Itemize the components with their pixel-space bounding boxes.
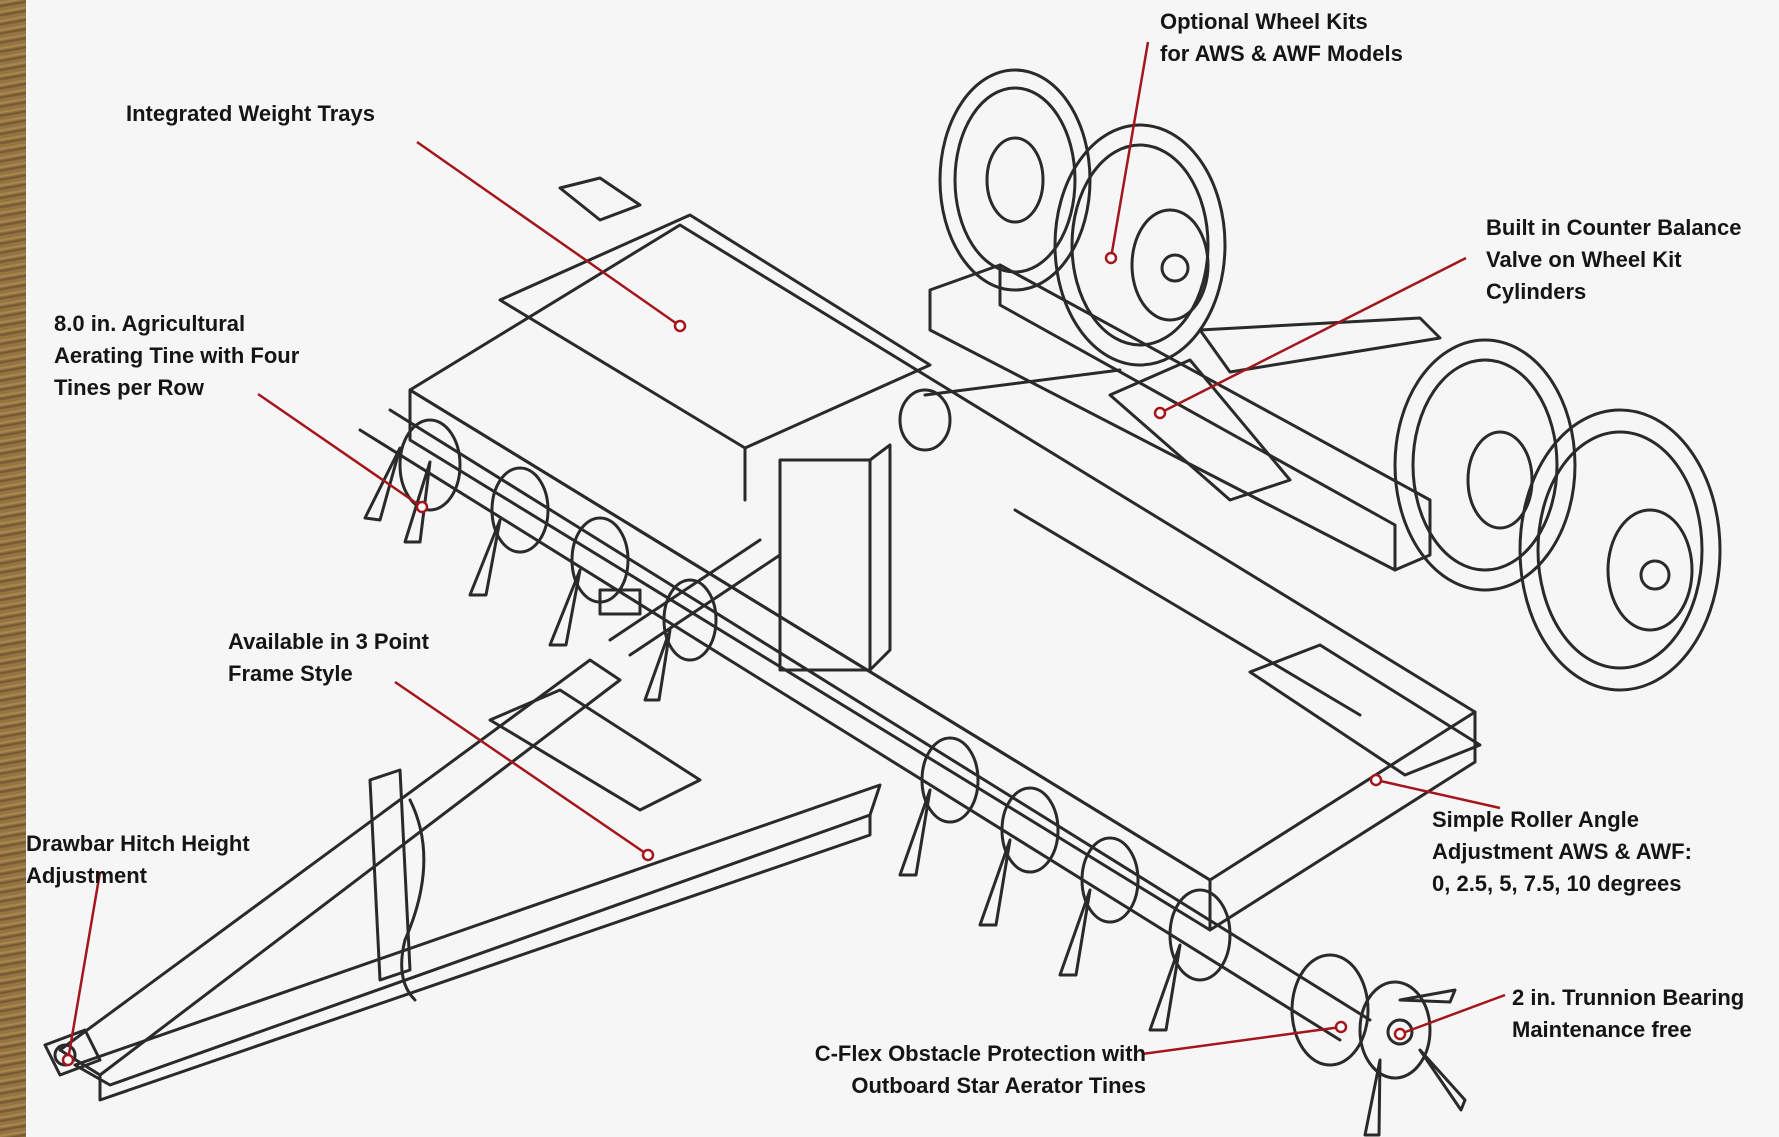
callout-counter-balance: Built in Counter Balance Valve on Wheel … [1486,212,1741,308]
main-frame [408,176,1482,932]
front-wheel-right [1518,408,1722,692]
front-wheel-left [1393,338,1577,592]
rear-wheel-right [1053,123,1227,367]
callout-line: Tines per Row [54,375,204,400]
callout-line: 2 in. Trunnion Bearing [1512,985,1745,1010]
callout-weight-trays: Integrated Weight Trays [126,98,375,130]
callout-roller-angle: Simple Roller Angle Adjustment AWS & AWF… [1432,804,1692,900]
wheel-kit-frame [928,263,1442,572]
callout-line: Aerating Tine with Four [54,343,300,368]
callout-line: C-Flex Obstacle Protection with [814,1041,1146,1066]
callout-line: Available in 3 Point [228,629,429,654]
callout-line: Adjustment AWS & AWF: [1432,839,1692,864]
callout-line: Adjustment [26,863,147,888]
callout-line: Built in Counter Balance [1486,215,1742,240]
grass-photo-strip [0,0,26,1137]
callout-drawbar: Drawbar Hitch Height Adjustment [26,828,250,892]
callout-line: 8.0 in. Agricultural [54,311,246,336]
callout-line: Frame Style [228,661,353,686]
callout-line: Drawbar Hitch Height [26,831,250,856]
callout-trunnion: 2 in. Trunnion Bearing Maintenance free [1512,982,1744,1046]
roller-shafts [358,408,1372,1042]
tine-discs [363,418,1467,1137]
callout-line: Outboard Star Aerator Tines [851,1073,1146,1098]
callout-line: 0, 2.5, 5, 7.5, 10 degrees [1432,871,1682,896]
drawbar-frame [43,538,882,1102]
callout-line: for AWS & AWF Models [1160,41,1403,66]
callout-tine: 8.0 in. Agricultural Aerating Tine with … [54,308,299,404]
callout-line: Valve on Wheel Kit [1486,247,1682,272]
callout-line: Maintenance free [1512,1017,1692,1042]
callout-line: Integrated Weight Trays [126,101,375,126]
leader-lines [66,41,1506,1061]
leader-endpoints [61,251,1407,1067]
callout-line: Simple Roller Angle [1432,807,1640,832]
callout-line: Cylinders [1486,279,1587,304]
callout-three-point: Available in 3 Point Frame Style [228,626,429,690]
callout-line: Optional Wheel Kits [1160,9,1368,34]
callout-wheel-kits: Optional Wheel Kits for AWS & AWF Models [1160,6,1403,70]
callout-cflex: C-Flex Obstacle Protection with Outboard… [730,1038,1146,1102]
